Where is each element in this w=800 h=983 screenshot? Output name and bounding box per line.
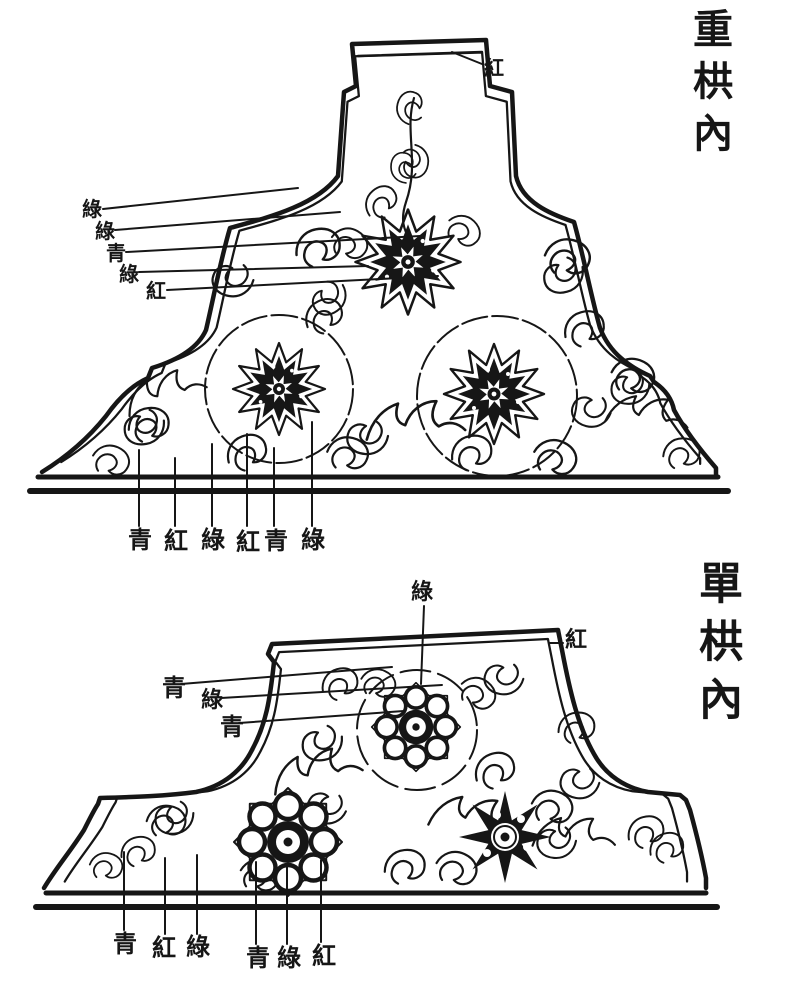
color-label-green: 綠 bbox=[411, 580, 434, 605]
color-label-blue: 青 bbox=[162, 674, 186, 702]
lower-leader-lines bbox=[123, 605, 564, 945]
caption-upper-diagram: 重栱內 bbox=[686, 8, 732, 164]
lower-bracket-diagram bbox=[33, 605, 720, 945]
color-label-blue: 青 bbox=[246, 944, 270, 972]
color-label-blue: 青 bbox=[113, 930, 137, 958]
lower-bracket-outline bbox=[41, 627, 709, 891]
color-label-red: 紅 bbox=[164, 527, 188, 555]
color-label-red: 紅 bbox=[312, 942, 336, 970]
color-label-red: 紅 bbox=[236, 528, 260, 556]
lower-center-rosette-flower bbox=[369, 680, 463, 774]
upper-cap-crossbar bbox=[356, 50, 484, 58]
upper-bracket-diagram bbox=[27, 37, 731, 527]
color-label-blue: 青 bbox=[128, 526, 152, 554]
color-label-green: 綠 bbox=[201, 688, 224, 713]
color-label-blue: 青 bbox=[264, 527, 288, 555]
color-label-green: 綠 bbox=[119, 262, 139, 286]
upper-neck-sprig bbox=[388, 88, 431, 242]
color-label-blue: 青 bbox=[106, 241, 126, 265]
upper-top-peony-flower bbox=[354, 208, 462, 316]
color-label-green: 綠 bbox=[95, 219, 115, 243]
caption-lower-diagram: 單栱內 bbox=[691, 560, 742, 734]
color-label-red: 紅 bbox=[152, 934, 176, 962]
upper-left-medallion-circle bbox=[204, 314, 354, 464]
lower-center-medallion-circle bbox=[356, 669, 478, 791]
upper-left-peony-flower bbox=[231, 341, 327, 437]
upper-leader-lines bbox=[102, 51, 483, 527]
color-label-red: 紅 bbox=[484, 56, 504, 80]
color-label-red: 紅 bbox=[565, 628, 588, 653]
color-label-blue: 青 bbox=[220, 713, 244, 741]
lower-bracket-inner-line bbox=[63, 637, 689, 883]
upper-right-peony-flower bbox=[442, 342, 546, 446]
lower-right-star-flower bbox=[458, 790, 552, 884]
color-label-green: 綠 bbox=[82, 197, 102, 221]
upper-right-medallion-circle bbox=[416, 315, 578, 477]
color-label-green: 綠 bbox=[301, 526, 325, 554]
color-label-green: 綠 bbox=[201, 526, 225, 554]
color-label-green: 綠 bbox=[186, 933, 210, 961]
color-label-green: 綠 bbox=[277, 944, 301, 972]
color-label-red: 紅 bbox=[146, 279, 166, 303]
